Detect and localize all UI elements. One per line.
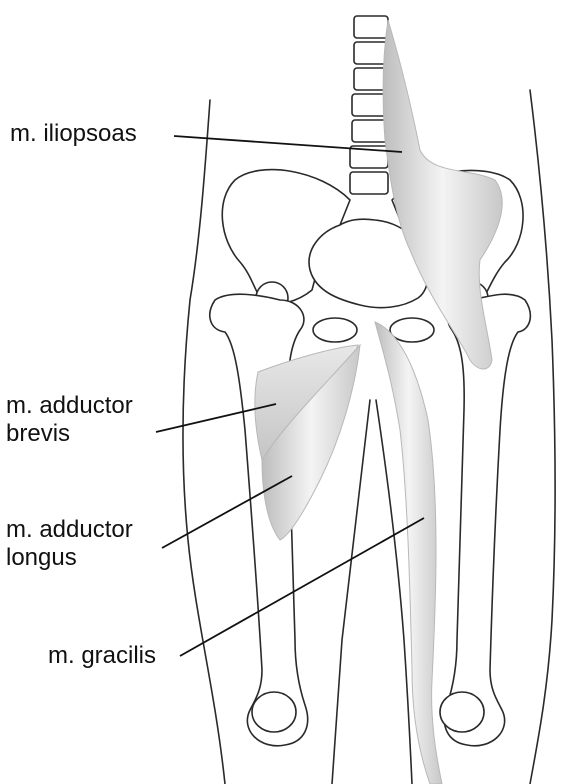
label-iliopsoas: m. iliopsoas bbox=[10, 120, 137, 148]
label-adductor-brevis: m. adductor brevis bbox=[6, 392, 133, 448]
iliopsoas-muscle bbox=[383, 20, 502, 369]
label-adductor-longus: m. adductor longus bbox=[6, 516, 133, 572]
leader-gracilis bbox=[180, 518, 424, 656]
label-gracilis: m. gracilis bbox=[48, 642, 156, 670]
patellas bbox=[252, 692, 484, 732]
spine bbox=[350, 16, 388, 194]
